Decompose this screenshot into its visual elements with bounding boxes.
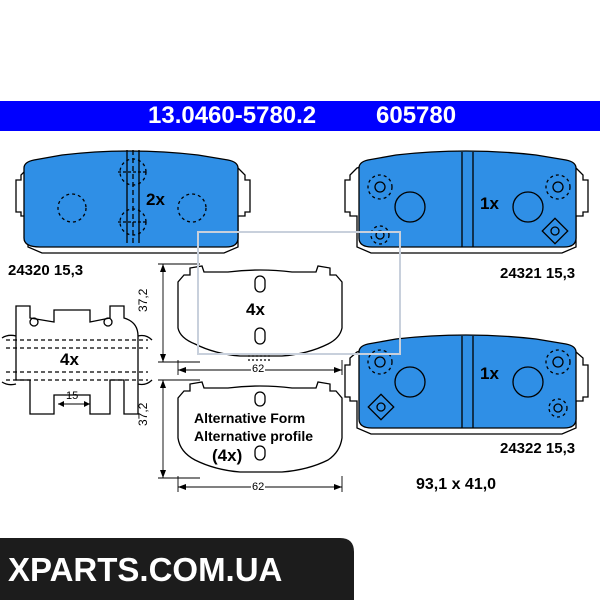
pad-24321-hole [367, 174, 393, 200]
shim-height-dim: 37,2 [136, 288, 150, 312]
pad-24322-hole [545, 349, 571, 375]
pad-24321-wear-sensor [541, 217, 569, 245]
clip-qty: 4x [60, 350, 79, 369]
pad-24322-hole [367, 349, 393, 375]
alt-shim-qty: (4x) [212, 446, 243, 465]
pad-24321-friction [358, 150, 577, 248]
reference-number: 605780 [376, 102, 457, 129]
shim-drawing [158, 263, 343, 375]
pad-24322-hole [552, 356, 564, 368]
pad-24322-friction [358, 334, 577, 429]
pad-24321-drawing [344, 150, 589, 254]
pad-24320-label: 24320 15,3 [8, 262, 84, 279]
alt-shim-slot [254, 391, 266, 407]
pad-24322-wear-sensor [367, 393, 395, 421]
watermark-text: XPARTS.COM.UA [8, 551, 283, 588]
pad-24322-qty: 1x [480, 364, 499, 383]
pad-24320-drawing [15, 150, 251, 254]
pad-size: 93,1 x 41,0 [416, 476, 497, 493]
alt-shim-slot [254, 445, 266, 461]
alt-shim-outline [177, 381, 343, 473]
alt-shim-line2: Alternative profile [194, 428, 314, 444]
pad-24321-qty: 1x [480, 194, 499, 213]
pad-24322-hole [553, 403, 563, 413]
pad-24320-qty: 2x [146, 190, 165, 209]
pad-24321-hole [374, 181, 386, 193]
watermark-frame [197, 231, 401, 355]
header-banner: 13.0460-5780.2 605780 [0, 101, 600, 131]
pad-24321-hole [512, 191, 544, 223]
shim-slot [254, 327, 266, 345]
pad-24322-hole [512, 366, 544, 398]
pad-24322-drawing [344, 334, 589, 435]
alt-shim-height-dim: 37,2 [136, 402, 150, 426]
clip-frame [15, 305, 139, 415]
shim-width-dim: 62 [251, 363, 266, 375]
pad-24321-hole [552, 181, 564, 193]
pad-24322-hole [394, 366, 426, 398]
pad-24322-label: 24322 15,3 [500, 440, 576, 457]
pad-24321-hole [545, 174, 571, 200]
brand-banner [0, 538, 354, 600]
shim-outline [177, 265, 343, 357]
alt-shim-drawing [158, 379, 343, 492]
shim-qty: 4x [246, 300, 265, 319]
alt-shim-line1: Alternative Form [194, 410, 306, 426]
clip-drawing [1, 305, 153, 415]
alt-shim-width-dim: 62 [251, 481, 266, 493]
pad-24322-hole [374, 356, 386, 368]
pad-24320-hole [177, 193, 207, 223]
clip-dim: 15 [66, 390, 79, 402]
pad-24322-hole [548, 398, 568, 418]
pad-24321-hole [370, 225, 390, 245]
pad-24321-label: 24321 15,3 [500, 265, 576, 282]
part-number: 13.0460-5780.2 [148, 102, 317, 129]
pad-24320-friction [23, 150, 239, 248]
pad-24320-hole [57, 193, 87, 223]
shim-slot [254, 275, 266, 293]
pad-24321-hole [394, 191, 426, 223]
